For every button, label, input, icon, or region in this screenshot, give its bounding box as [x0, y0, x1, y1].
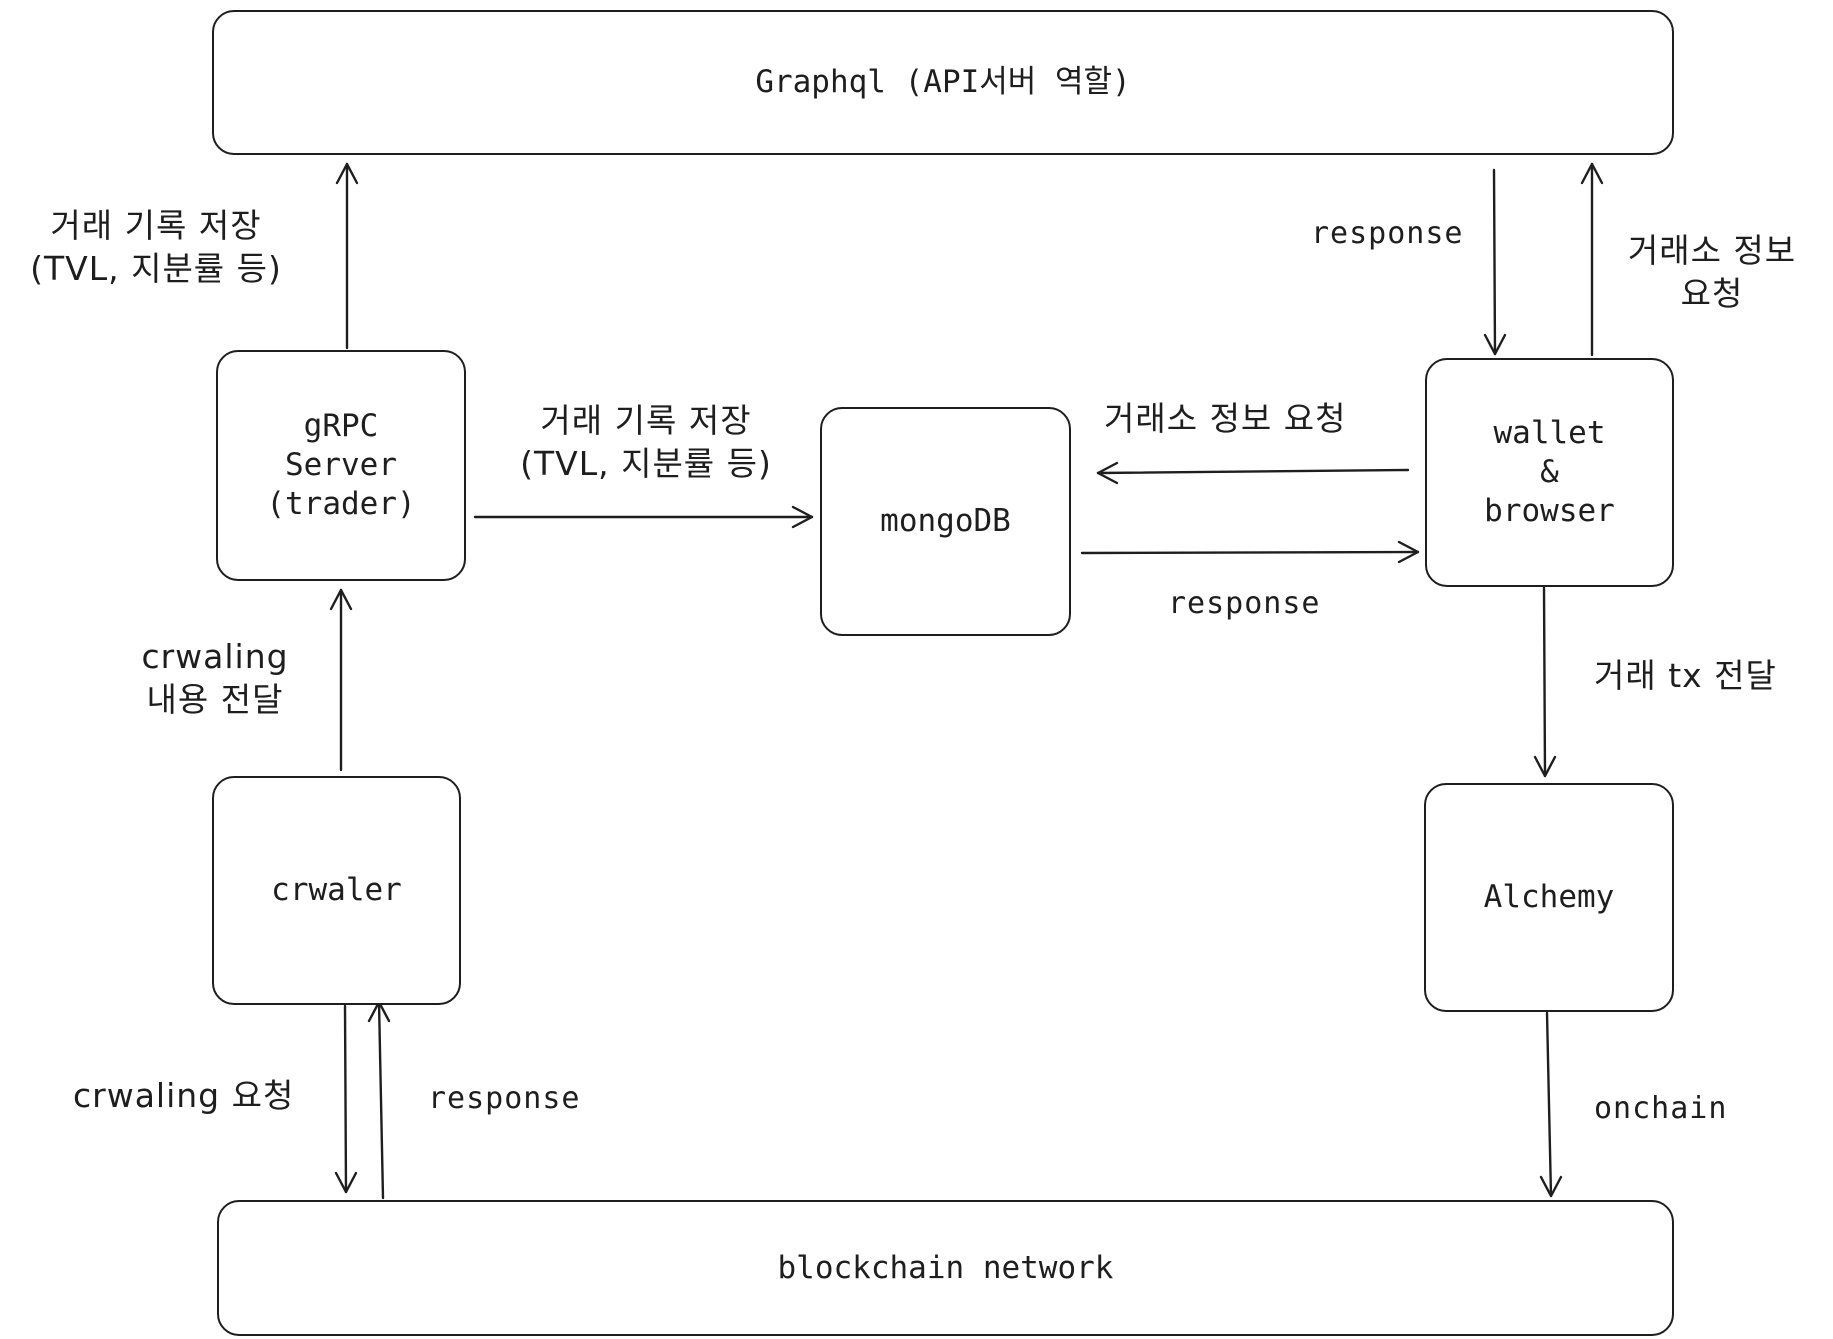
- label-blockchain-to-crawler: response: [428, 1081, 581, 1116]
- label-grpc-to-graphql: 거래 기록 저장 (TVL, 지분률 등): [30, 206, 282, 288]
- label-graphql-to-wallet: response: [1311, 216, 1464, 251]
- arrow-crawler-to-blockchain: [334, 1004, 358, 1194]
- wallet-browser-label: wallet & browser: [1484, 415, 1615, 529]
- blockchain-network-label: blockchain network: [777, 1249, 1114, 1286]
- arrow-alchemy-to-blockchain: [1539, 1011, 1563, 1198]
- label-crawler-to-grpc: crwaling 내용 전달: [141, 637, 289, 719]
- arrow-blockchain-to-crawler: [367, 1000, 391, 1200]
- alchemy-node: Alchemy: [1424, 783, 1674, 1012]
- label-wallet-to-graphql: 거래소 정보 요청: [1627, 231, 1797, 313]
- mongodb-node: mongoDB: [820, 407, 1071, 636]
- alchemy-label: Alchemy: [1483, 879, 1615, 916]
- arrow-grpc-to-mongodb: [473, 505, 814, 529]
- wallet-browser-node: wallet & browser: [1425, 358, 1674, 587]
- grpc-server-label: gRPC Server (trader): [266, 408, 416, 522]
- crawler-label: crwaler: [271, 872, 402, 909]
- label-mongodb-to-wallet: response: [1168, 586, 1321, 621]
- crawler-node: crwaler: [212, 776, 461, 1005]
- mongodb-label: mongoDB: [880, 503, 1011, 540]
- graphql-node: Graphql (API서버 역할): [212, 10, 1674, 155]
- graphql-label: Graphql (API서버 역할): [755, 64, 1131, 101]
- arrow-wallet-to-alchemy: [1533, 586, 1557, 778]
- arrow-wallet-to-mongodb: [1096, 461, 1410, 485]
- arrow-graphql-to-wallet: [1483, 168, 1507, 356]
- label-wallet-to-alchemy: 거래 tx 전달: [1594, 656, 1777, 695]
- grpc-server-node: gRPC Server (trader): [216, 350, 466, 581]
- arrow-mongodb-to-wallet: [1080, 540, 1420, 564]
- label-crawler-to-blockchain: crwaling 요청: [73, 1076, 295, 1115]
- arrow-crawler-to-grpc: [329, 588, 353, 772]
- label-wallet-to-mongodb: 거래소 정보 요청: [1104, 399, 1347, 438]
- label-alchemy-to-blockchain: onchain: [1594, 1091, 1728, 1126]
- blockchain-network-node: blockchain network: [217, 1200, 1674, 1336]
- arrow-grpc-to-graphql: [335, 162, 359, 350]
- arrow-wallet-to-graphql: [1580, 162, 1604, 357]
- label-grpc-to-mongodb: 거래 기록 저장 (TVL, 지분률 등): [520, 401, 772, 483]
